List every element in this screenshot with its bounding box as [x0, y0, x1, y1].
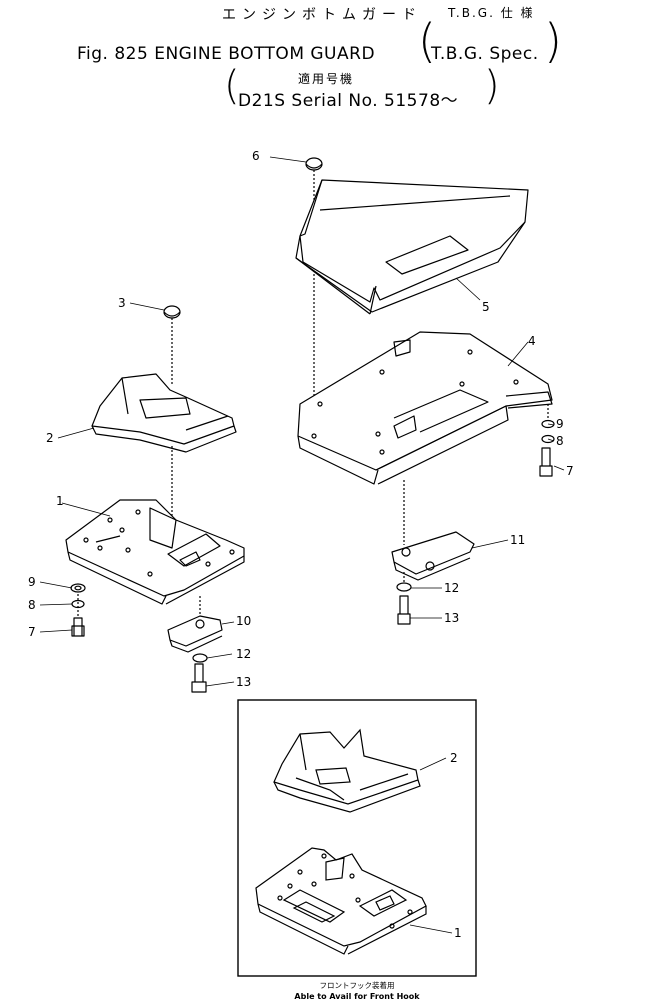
- callout-12-left: 12: [236, 647, 251, 661]
- inset-part-1: [255, 847, 427, 955]
- jp-spec: T.B.G. 仕 様: [448, 6, 535, 20]
- right-lower-fasteners: [396, 572, 412, 625]
- callout-5: 5: [482, 300, 490, 314]
- callout-7-right: 7: [566, 464, 574, 478]
- part-6-cap: [305, 157, 323, 430]
- callout-3: 3: [118, 296, 126, 310]
- part-2-guard: [91, 373, 237, 520]
- spec-en: T.B.G. Spec.: [431, 44, 539, 64]
- callout-6: 6: [252, 149, 260, 163]
- callout-1: 1: [56, 494, 64, 508]
- callout-8-right: 8: [556, 434, 564, 448]
- inset-caption-en: Able to Avail for Front Hook: [294, 992, 420, 1001]
- part-5-upper-cover: [295, 179, 529, 315]
- part-1-main-plate: [65, 499, 245, 620]
- callout-2: 2: [46, 431, 54, 445]
- jp-serial: 適用号機: [298, 72, 355, 86]
- leader-lines: [39, 156, 565, 934]
- callout-2-inset: 2: [450, 751, 458, 765]
- paren-right-serial: ): [484, 63, 500, 109]
- left-fasteners: [70, 583, 86, 637]
- inset-part-2: [273, 728, 421, 813]
- callout-10: 10: [236, 614, 251, 628]
- callout-1-inset: 1: [454, 926, 462, 940]
- figure-title: Fig. 825 ENGINE BOTTOM GUARD: [77, 44, 376, 64]
- part-4-lower-plate: [297, 331, 553, 545]
- callout-9-right: 9: [556, 417, 564, 431]
- callout-8-left: 8: [28, 598, 36, 612]
- inset-caption-jp: フロントフック装着用: [319, 981, 395, 990]
- paren-left-spec: (: [418, 14, 436, 68]
- jp-title: エンジンボトムガード: [222, 7, 422, 23]
- serial-number: D21S Serial No. 51578～: [238, 91, 459, 111]
- inset-box: [237, 699, 477, 977]
- middle-fasteners: [191, 653, 208, 693]
- callout-13-left: 13: [236, 675, 251, 689]
- paren-left-serial: (: [224, 63, 240, 109]
- part-3-cap: [163, 305, 181, 384]
- callout-12-right: 12: [444, 581, 459, 595]
- callout-11: 11: [510, 533, 525, 547]
- callout-13-right: 13: [444, 611, 459, 625]
- callout-labels: 6 3 5 4 2 1 9 8 7 9 8 7 10 12 13 11 12 1…: [28, 149, 574, 940]
- part-10-bracket: [167, 615, 223, 653]
- callout-4: 4: [528, 334, 536, 348]
- paren-right-spec: ): [544, 14, 562, 68]
- part-11-plate: [391, 531, 475, 581]
- callout-7-left: 7: [28, 625, 36, 639]
- callout-9-left: 9: [28, 575, 36, 589]
